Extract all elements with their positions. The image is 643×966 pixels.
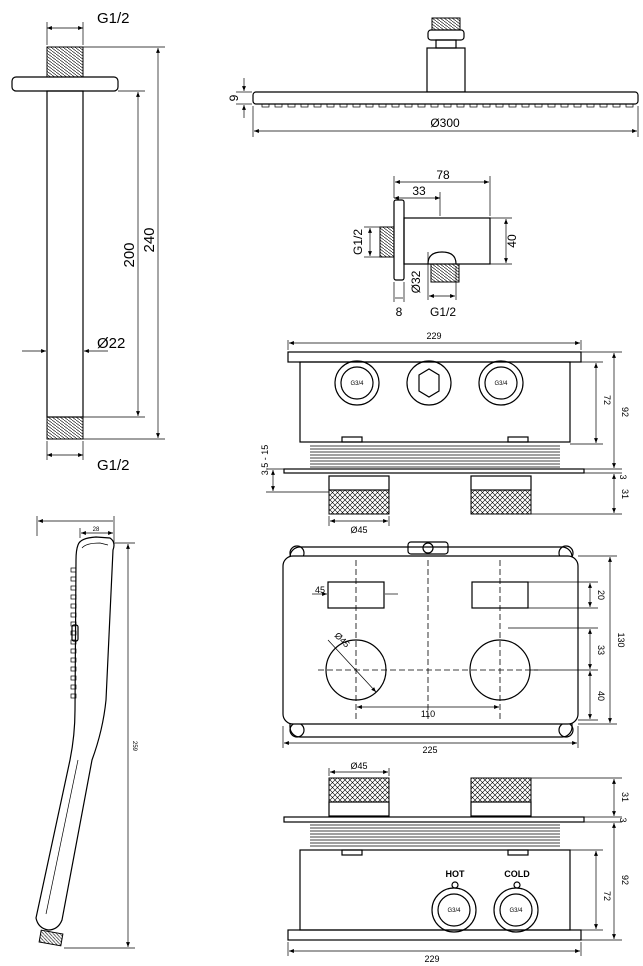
valve-top-knob-diameter-label: Ø45	[350, 525, 367, 535]
valve-top-port-left-label: G3/4	[350, 381, 364, 387]
valve-bottom-port-hot-label: G3/4	[447, 908, 461, 914]
valve-bottom-total-height-label: 92	[620, 875, 630, 885]
valve-top-body-height-label: 72	[602, 395, 612, 405]
outlet-body	[403, 217, 491, 265]
valve-bottom-knob-height-label: 31	[620, 792, 630, 802]
shower-head: 9 Ø300	[227, 17, 639, 137]
valve-top-port-right	[478, 360, 524, 406]
outlet-wall-plate	[393, 199, 405, 281]
wall-outlet: 78 33 G1/2 40 Ø32 8 G1/2	[351, 168, 519, 319]
valve-bottom-hot-label: HOT	[446, 869, 466, 879]
outlet-diameter-label: Ø32	[409, 270, 423, 293]
valve-front-view: 45 20 33 40 130 Ø45 110 225	[282, 541, 626, 755]
valve-bottom-body-height-label: 72	[602, 891, 612, 901]
hand-shower: 28 259	[35, 516, 137, 949]
head-diameter-label: Ø300	[430, 116, 460, 130]
outlet-bottom-thread	[430, 263, 460, 283]
arm-diameter-label: Ø22	[97, 335, 125, 352]
valve-bottom-rail	[287, 929, 582, 941]
valve-bottom-knob-diameter-label: Ø45	[350, 761, 367, 771]
valve-top-view: G3/4 G3/4 229 72 92 3 31 3.5 - 1	[260, 331, 630, 535]
valve-bottom-port-cold-label: G3/4	[509, 908, 523, 914]
valve-top-body	[299, 361, 571, 443]
valve-top-port-left	[334, 360, 380, 406]
arm-bottom-thread	[46, 416, 84, 440]
valve-front-spacing-2-label: 40	[596, 691, 606, 701]
valve-front-knob-left	[325, 639, 387, 701]
valve-top-knob-right	[470, 489, 532, 515]
valve-top-port-right-label: G3/4	[494, 381, 508, 387]
valve-top-ribs	[310, 445, 560, 468]
valve-front-spacing-1-label: 33	[596, 645, 606, 655]
outlet-side-thread-label: G1/2	[351, 229, 365, 255]
valve-bottom-ribs	[310, 824, 560, 847]
outlet-width-total-label: 78	[436, 168, 450, 182]
arm-tube	[46, 90, 84, 418]
arm-thread-bottom-label: G1/2	[97, 457, 130, 474]
hand-shower-length-label: 259	[131, 741, 137, 752]
valve-front-slot-height-label: 20	[596, 590, 606, 600]
arm-top-thread	[46, 46, 84, 78]
arm-length-tube-label: 200	[121, 242, 138, 267]
hand-shower-nozzles	[70, 567, 77, 699]
valve-top-center-port	[406, 360, 452, 406]
outlet-hose-cup	[427, 251, 457, 265]
head-nozzles	[261, 103, 634, 108]
valve-bottom-gap-label: 3	[618, 817, 628, 822]
valve-top-total-height-label: 92	[620, 407, 630, 417]
valve-top-depth-range-label: 3.5 - 15	[260, 445, 270, 476]
hand-shower-button	[71, 624, 79, 642]
valve-top-rail	[287, 351, 582, 363]
valve-bottom-knob-right	[470, 777, 532, 803]
valve-front-total-height-label: 130	[616, 632, 626, 647]
outlet-wall-thickness-label: 8	[396, 305, 403, 319]
head-connector	[426, 47, 466, 93]
outlet-bottom-thread-label: G1/2	[430, 305, 456, 319]
valve-front-slot-width-label: 45	[315, 585, 325, 595]
valve-front-knob-spacing-label: 110	[421, 709, 435, 719]
hand-shower-width-label: 28	[93, 527, 100, 533]
valve-top-plate	[283, 468, 585, 474]
hand-shower-body	[35, 536, 115, 931]
valve-bottom-plate	[283, 816, 585, 823]
head-swivel-thread	[431, 17, 461, 31]
outlet-width-body-label: 33	[412, 184, 426, 198]
valve-bottom-view: HOT COLD G3/4 G3/4 Ø45 31 3 72 92 229	[283, 761, 630, 964]
outlet-side-thread	[379, 226, 395, 258]
shower-arm: G1/2 240 200 Ø22 G1/2	[11, 10, 165, 474]
outlet-height-label: 40	[505, 234, 519, 248]
valve-bottom-cold-label: COLD	[504, 869, 530, 879]
hand-shower-thread	[38, 929, 64, 947]
head-plate	[252, 91, 639, 105]
valve-top-width-label: 229	[426, 331, 441, 341]
arm-length-total-label: 240	[141, 227, 158, 252]
valve-front-total-width-label: 225	[422, 745, 437, 755]
valve-top-knob-left	[328, 489, 390, 515]
valve-top-gap-label: 3	[618, 474, 628, 479]
valve-front-plate	[282, 555, 579, 725]
arm-wall-flange	[11, 76, 119, 92]
head-height-label: 9	[227, 94, 241, 101]
valve-bottom-knob-left	[328, 777, 390, 803]
arm-thread-top-label: G1/2	[97, 10, 130, 27]
valve-bottom-width-label: 229	[424, 954, 439, 964]
valve-bottom-port-cold	[493, 887, 539, 933]
valve-bottom-port-hot	[431, 887, 477, 933]
valve-top-knob-height-label: 31	[620, 489, 630, 499]
